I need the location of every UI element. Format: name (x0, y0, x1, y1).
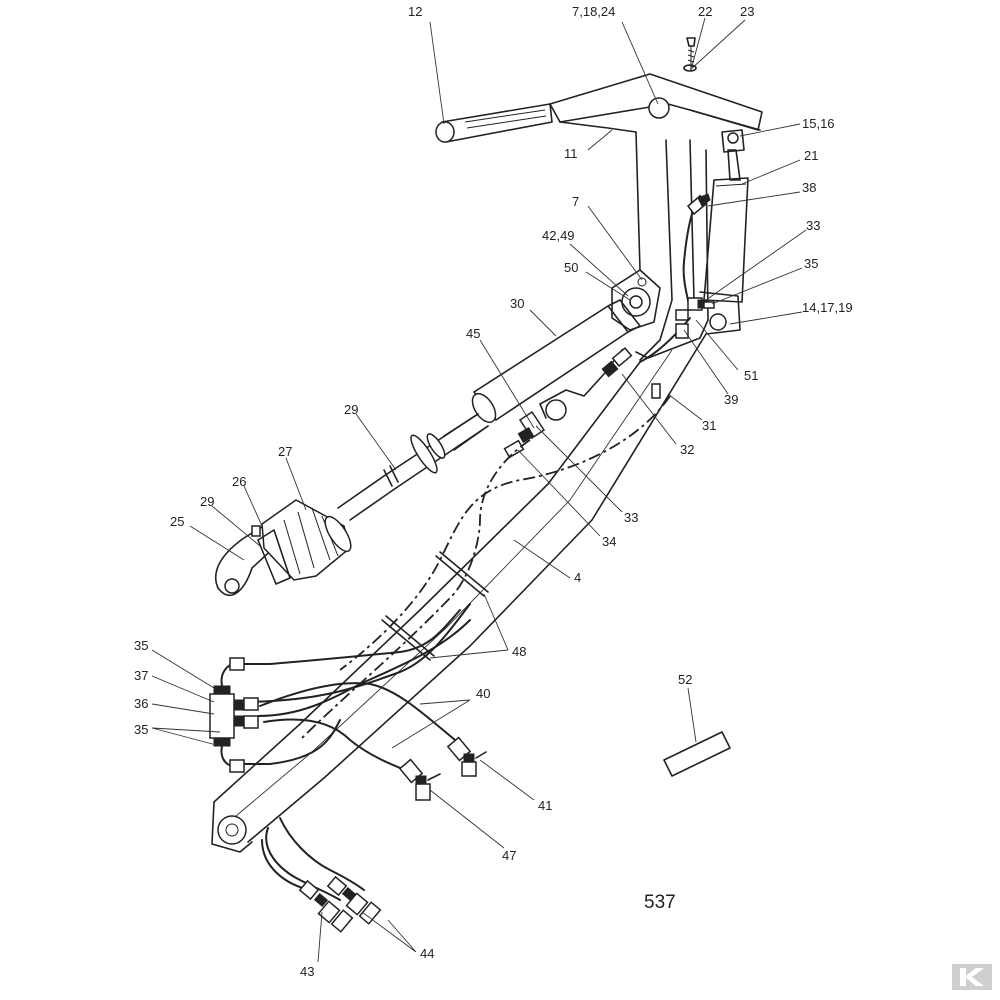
fitting-45-34 (503, 410, 546, 459)
hose-35-bottom (243, 719, 341, 765)
fitting-38 (686, 193, 711, 216)
hose-40-b (263, 718, 411, 773)
coupler-41 (446, 736, 487, 777)
callout-51: 51 (744, 368, 758, 383)
figure-number: 537 (644, 892, 676, 913)
callout-29-left: 29 (200, 494, 214, 509)
callout-4: 4 (574, 570, 581, 585)
callout-48: 48 (512, 644, 526, 659)
callout-36: 36 (134, 696, 148, 711)
callout-33-top: 33 (806, 218, 820, 233)
hose-lower-b (279, 817, 365, 891)
callout-35-top: 35 (804, 256, 818, 271)
cylinder-30 (337, 299, 641, 521)
callout-39: 39 (724, 392, 738, 407)
fitting-33-35 (687, 297, 715, 311)
coupler-47 (398, 758, 441, 801)
tilt-bracket (539, 349, 623, 421)
hose-dashed-b (299, 439, 531, 741)
callout-7: 7 (572, 194, 579, 209)
hose-35-top (243, 609, 461, 665)
callout-7-18-24: 7,18,24 (572, 4, 615, 19)
callout-52: 52 (678, 672, 692, 687)
callout-37: 37 (134, 668, 148, 683)
callout-33-mid: 33 (624, 510, 638, 525)
k-logo-icon (952, 964, 992, 990)
coupler-43-44 (298, 875, 382, 933)
hose-dashed-a (339, 395, 671, 671)
callout-32: 32 (680, 442, 694, 457)
valve-block-36 (209, 657, 259, 773)
callout-22: 22 (698, 4, 712, 19)
callout-41: 41 (538, 798, 552, 813)
callout-11: 11 (564, 146, 578, 161)
callout-34: 34 (602, 534, 616, 549)
callout-44: 44 (420, 946, 434, 961)
callout-40: 40 (476, 686, 490, 701)
fitting-31-32 (601, 346, 661, 399)
tool-25-27 (214, 499, 352, 596)
hose-38 (682, 195, 701, 311)
callout-42-49: 42,49 (542, 228, 575, 243)
plate-52 (663, 731, 731, 777)
hose-lower-a (265, 827, 341, 901)
leader-lines (151, 17, 807, 963)
callout-47: 47 (502, 848, 516, 863)
hose-40-a (259, 682, 461, 745)
callout-35-b: 35 (134, 722, 148, 737)
callout-21: 21 (804, 148, 818, 163)
callout-45: 45 (466, 326, 480, 341)
callout-50: 50 (564, 260, 578, 275)
callout-38: 38 (802, 180, 816, 195)
callout-31: 31 (702, 418, 716, 433)
boom-4 (211, 333, 707, 853)
cylinder-21 (703, 149, 749, 303)
lever-arm (435, 73, 763, 143)
bolt-22 (683, 37, 697, 72)
clamp-48 (381, 551, 489, 661)
callout-15-16: 15,16 (802, 116, 835, 131)
fitting-51-39 (675, 309, 689, 339)
callout-25: 25 (170, 514, 184, 529)
callout-labels: 12 7,18,24 22 23 15,16 11 21 38 7 33 42,… (134, 4, 853, 979)
pivot-50 (611, 269, 661, 331)
callout-26: 26 (232, 474, 246, 489)
callout-12: 12 (408, 4, 422, 19)
mast-frame (635, 129, 745, 361)
callout-27: 27 (278, 444, 292, 459)
callout-29-top: 29 (344, 402, 358, 417)
callout-23: 23 (740, 4, 754, 19)
hose-36 (249, 603, 471, 703)
callout-35-a: 35 (134, 638, 148, 653)
callout-30: 30 (510, 296, 524, 311)
callout-14-17-19: 14,17,19 (802, 300, 853, 315)
callout-43: 43 (300, 964, 314, 979)
